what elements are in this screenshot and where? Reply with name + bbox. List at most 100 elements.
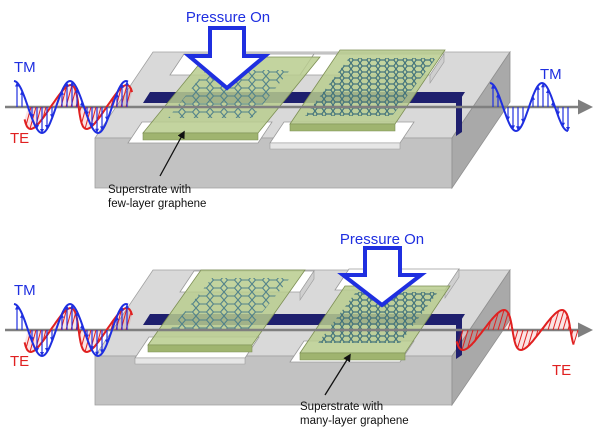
tm-vector-head: [506, 116, 510, 121]
tm-vector-head: [125, 304, 129, 309]
input-wave: [13, 302, 134, 358]
te-field-vector: [457, 329, 464, 347]
te-field-vector: [42, 329, 47, 342]
input-te-label: TE: [10, 130, 29, 147]
tm-vector-head: [65, 82, 69, 87]
tm-vector-head: [125, 81, 129, 86]
te-field-vector: [96, 106, 102, 121]
te-field-vector: [29, 329, 37, 353]
tm-vector-head: [50, 114, 54, 119]
te-field-vector: [521, 329, 529, 351]
tm-vector-head: [40, 129, 44, 133]
tm-vector-head: [115, 316, 119, 321]
tm-vector-head: [115, 93, 119, 98]
tm-vector-head: [100, 349, 104, 354]
tm-vector-head: [100, 126, 104, 131]
tm-vector-head: [40, 352, 44, 356]
tm-wave-curve: [13, 302, 129, 358]
input-wave: [13, 79, 134, 135]
output-wave: [489, 81, 570, 133]
output-label: TE: [552, 362, 571, 379]
te-field-vector: [502, 312, 509, 331]
output-wave: [455, 308, 579, 352]
graphene-many-layer: [305, 58, 436, 116]
tm-vector-head: [561, 122, 565, 127]
te-field-vector: [78, 329, 82, 336]
te-field-vector: [542, 326, 545, 331]
tm-vector-head: [541, 83, 545, 88]
tm-vector-head: [551, 101, 555, 106]
down-arrow-icon: [337, 246, 427, 308]
tm-vector-head: [70, 81, 74, 86]
te-field-vector: [507, 320, 512, 331]
te-field-vector: [461, 329, 469, 351]
te-field-vector: [29, 106, 37, 130]
tm-vector-head: [20, 90, 24, 95]
te-field-vector: [25, 329, 32, 348]
pressure-arrow: Pressure On: [183, 9, 271, 91]
te-field-vector: [110, 319, 115, 331]
tm-vector-head: [546, 89, 550, 93]
tm-vector-head: [30, 337, 34, 342]
tm-vector-head: [45, 125, 49, 129]
te-field-vector: [474, 329, 479, 342]
te-wave-curve: [23, 83, 134, 131]
te-field-vector: [517, 329, 524, 349]
tm-vector-head: [95, 128, 99, 133]
te-field-vector: [527, 329, 534, 347]
te-field-vector: [25, 106, 32, 125]
tm-vector-head: [105, 339, 109, 344]
te-field-vector: [492, 312, 499, 331]
tm-vector-head: [75, 88, 79, 93]
tm-wave-curve: [489, 81, 569, 133]
panel-top: Pressure On TM TE TM Superstrate with fe…: [5, 9, 593, 210]
caption-line1: Superstrate with: [108, 184, 191, 196]
te-field-vector: [110, 96, 115, 108]
tm-vector-head: [90, 346, 94, 351]
te-field-vector: [570, 329, 574, 336]
te-field-vector: [497, 309, 505, 331]
tm-vector-head: [120, 306, 124, 311]
pointer-arrow-icon: [324, 353, 351, 396]
tm-vector-head: [516, 126, 520, 131]
tm-vector-head: [536, 85, 540, 90]
pressure-label: Pressure On: [186, 9, 270, 26]
tm-vector-head: [556, 111, 560, 116]
tm-vector-head: [45, 348, 49, 352]
tm-vector-head: [105, 116, 109, 121]
te-field-vector: [573, 329, 579, 345]
tm-vector-head: [496, 93, 500, 98]
tm-vector-head: [65, 305, 69, 310]
tm-vector-head: [85, 111, 89, 116]
tm-vector-head: [15, 305, 19, 310]
tm-vector-head: [30, 114, 34, 119]
tm-vector-head: [70, 304, 74, 309]
tm-vector-head: [75, 311, 79, 316]
tm-vector-head: [85, 334, 89, 339]
input-tm-label: TM: [14, 282, 36, 299]
output-label: TM: [540, 66, 562, 83]
te-field-vector: [557, 310, 565, 331]
tm-wave-curve: [13, 79, 129, 135]
tm-vector-head: [80, 101, 84, 106]
tm-vector-head: [531, 95, 535, 100]
superstrate-left: [147, 269, 306, 353]
tm-vector-head: [90, 123, 94, 128]
te-field-vector: [78, 106, 82, 113]
pointer-arrow-icon: [159, 130, 185, 177]
caption-line2: few-layer graphene: [108, 198, 206, 210]
te-field-vector: [567, 324, 571, 331]
tm-vector-head: [60, 90, 64, 95]
tm-vector-head: [80, 324, 84, 329]
tm-vector-head: [491, 84, 495, 89]
caption-line2: many-layer graphene: [300, 415, 409, 427]
pressure-label: Pressure On: [340, 231, 424, 248]
panel-bottom: Pressure On TM TE TE Superstrate with ma…: [5, 231, 593, 427]
te-field-vector: [535, 329, 539, 338]
te-field-vector: [552, 310, 560, 331]
down-arrow-icon: [183, 26, 271, 91]
graphene-few-layer: [170, 278, 290, 330]
caption-line1: Superstrate with: [300, 401, 383, 413]
te-field-vector: [487, 320, 492, 331]
